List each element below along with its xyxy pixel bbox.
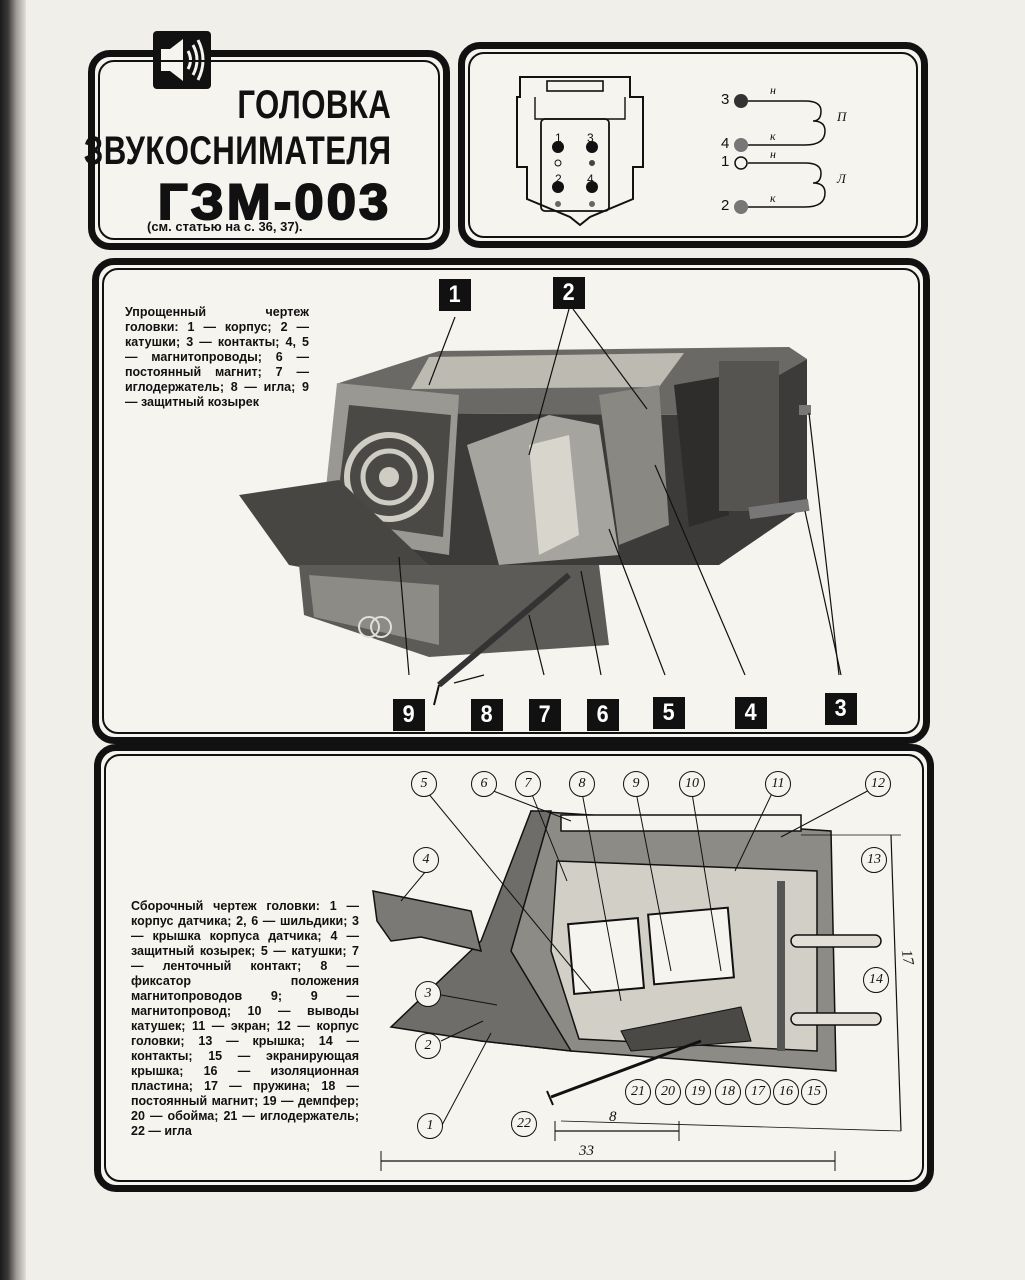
title-panel: ГОЛОВКА ЗВУКОСНИМАТЕЛЯ ГЗМ-003 (см. стат…: [83, 31, 450, 250]
assembly-label-9: 9: [623, 771, 649, 797]
assembly-label-19: 19: [685, 1079, 711, 1105]
assembly-label-21: 21: [625, 1079, 651, 1105]
pin-4-dot: [586, 181, 598, 193]
assembly-label-15: 15: [801, 1079, 827, 1105]
photo-caption: Упрощенный чертеж головки: 1 — корпус; 2…: [125, 305, 309, 409]
photo-callout-3: 3: [825, 693, 857, 725]
pickup-head-illustration: [239, 308, 842, 706]
assembly-label-22: 22: [511, 1111, 537, 1137]
assembly-label-12: 12: [865, 771, 891, 797]
assembly-label-14: 14: [863, 967, 889, 993]
terminal-4-label: 4: [721, 135, 730, 152]
pin-3-dot: [586, 141, 598, 153]
terminal-3-end: н: [770, 83, 776, 97]
terminal-4-end: к: [770, 129, 776, 143]
assembly-label-10: 10: [679, 771, 705, 797]
connector-pin-3: 3: [587, 131, 594, 145]
model-name: ГЗМ-003: [156, 173, 391, 231]
assembly-label-4: 4: [413, 847, 439, 873]
assembly-panel: Сборочный чертеж головки: 1 — корпус дат…: [94, 744, 934, 1192]
assembly-label-17: 17: [745, 1079, 771, 1105]
pin-1-dot: [552, 141, 564, 153]
pin-2-dot: [552, 181, 564, 193]
connector-pin-1: 1: [555, 131, 562, 145]
assembly-label-3: 3: [415, 981, 441, 1007]
terminal-1-label: 1: [721, 153, 730, 170]
photo-callout-5: 5: [653, 697, 685, 729]
connector-pin-4: 4: [587, 172, 594, 186]
article-reference: (см. статью на с. 36, 37).: [147, 219, 303, 234]
assembly-label-18: 18: [715, 1079, 741, 1105]
assembly-label-5: 5: [411, 771, 437, 797]
photo-callout-2: 2: [553, 277, 585, 309]
dimension-height: 17: [897, 948, 917, 967]
photo-callout-4: 4: [735, 697, 767, 729]
photo-callout-7: 7: [529, 699, 561, 731]
coil-right-label: П: [837, 109, 847, 124]
assembly-label-6: 6: [471, 771, 497, 797]
photo-callout-6: 6: [587, 699, 619, 731]
terminal-2-end: к: [770, 191, 776, 205]
photo-panel: Упрощенный чертеж головки: 1 — корпус; 2…: [92, 258, 930, 744]
assembly-drawing: [372, 786, 902, 1171]
assembly-label-7: 7: [515, 771, 541, 797]
terminal-2-label: 2: [721, 197, 730, 214]
assembly-label-8: 8: [569, 771, 595, 797]
assembly-label-13: 13: [861, 847, 887, 873]
connector-diagram: [516, 76, 826, 227]
page-title-line1: ГОЛОВКА: [237, 83, 391, 127]
page-title-line2: ЗВУКОСНИМАТЕЛЯ: [83, 129, 391, 173]
assembly-caption: Сборочный чертеж головки: 1 — корпус дат…: [131, 899, 359, 1138]
assembly-label-20: 20: [655, 1079, 681, 1105]
terminal-3-label: 3: [721, 91, 730, 108]
terminal-1-end: н: [770, 147, 776, 161]
book-spine-edge: [0, 0, 26, 1280]
wiring-panel: 1 3 2 4 3 4 1 2 н к н к П Л: [458, 42, 928, 248]
connector-pin-2: 2: [555, 172, 562, 186]
photo-callout-9: 9: [393, 699, 425, 731]
assembly-label-1: 1: [417, 1113, 443, 1139]
photo-callout-1: 1: [439, 279, 471, 311]
speaker-icon: [153, 31, 211, 89]
dimension-depth: 8: [609, 1109, 617, 1125]
assembly-label-16: 16: [773, 1079, 799, 1105]
dimension-length: 33: [579, 1143, 594, 1159]
assembly-label-11: 11: [765, 771, 791, 797]
photo-callout-8: 8: [471, 699, 503, 731]
assembly-label-2: 2: [415, 1033, 441, 1059]
coil-left-label: Л: [837, 171, 846, 186]
